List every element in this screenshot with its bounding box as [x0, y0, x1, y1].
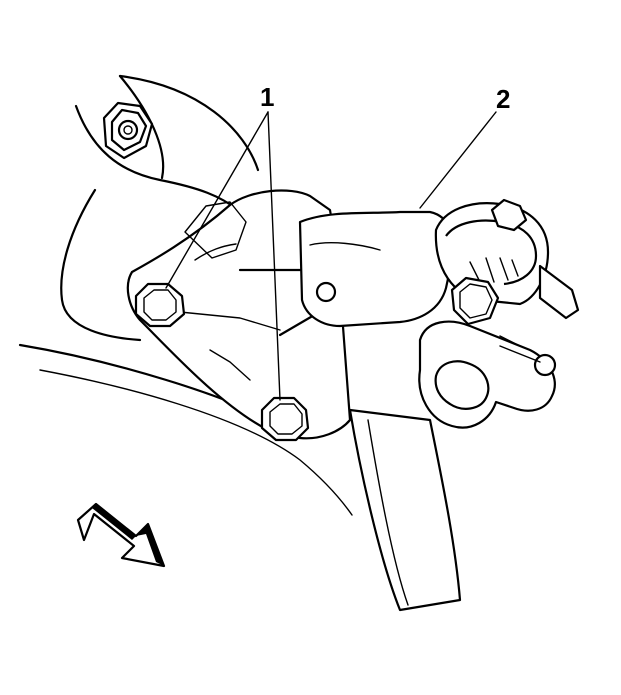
callout-label-2: 2	[496, 84, 511, 114]
mounting-bracket	[126, 189, 352, 440]
upper-nut	[102, 101, 154, 160]
callout-label-1: 1	[260, 82, 275, 112]
bushing-end	[418, 320, 557, 429]
mounting-bolt-upper	[134, 282, 186, 328]
lower-member	[348, 408, 462, 612]
mounting-bolt-lower	[260, 396, 310, 442]
arm-bolt	[450, 276, 500, 326]
forward-arrow-icon	[76, 502, 166, 568]
mount-arm	[298, 210, 456, 328]
leader-lines	[165, 111, 497, 401]
isolator-mount	[434, 198, 580, 320]
